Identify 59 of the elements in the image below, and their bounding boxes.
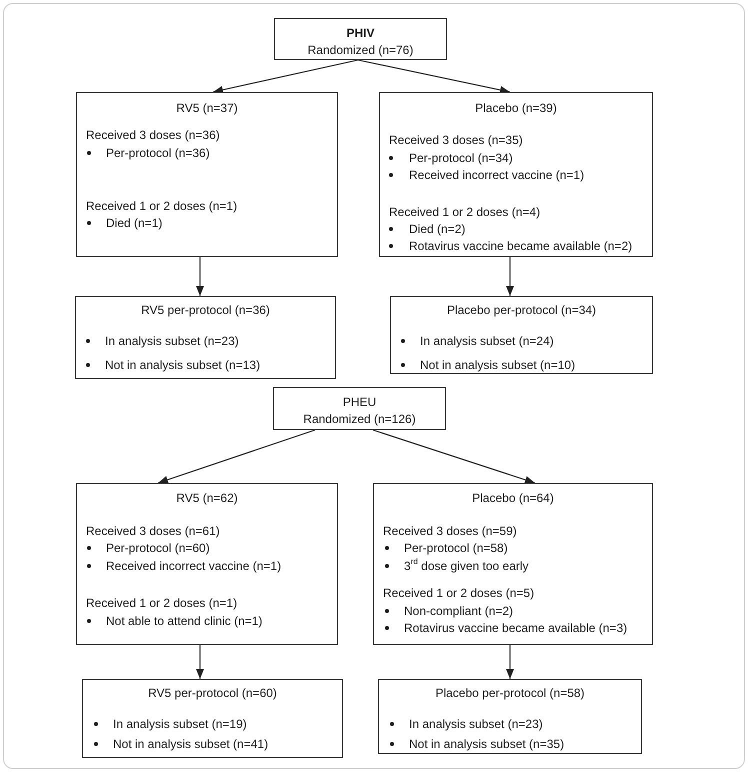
flow-box [82,679,343,758]
list-item: Not in analysis subset (n=13) [105,357,260,373]
list-item: Not in analysis subset (n=41) [113,736,268,752]
arrow [196,257,204,296]
subgroup-label: Received 1 or 2 doses (n=1) [86,595,238,611]
list-item: 3$^{rd}$ dose given too early [404,558,529,574]
subgroup-label: Received 3 doses (n=59) [383,523,517,539]
box-title: RV5 per-protocol (n=36) [140,302,271,318]
flow-box [76,92,338,257]
arrow [158,429,316,484]
box-title: Randomized (n=126) [302,411,417,427]
flow-box [378,679,642,754]
box-title: RV5 (n=62) [175,490,239,506]
list-item: Per-protocol (n=60) [106,540,210,556]
list-item: In analysis subset (n=19) [113,716,247,732]
list-item: Rotavirus vaccine became available (n=3) [404,620,628,636]
list-item: Received incorrect vaccine (n=1) [106,558,282,574]
subgroup-label: Received 1 or 2 doses (n=5) [383,585,534,601]
list-item: In analysis subset (n=24) [420,333,554,349]
box-title: Placebo (n=64) [471,490,555,506]
list-item: Received incorrect vaccine (n=1) [409,167,584,183]
subgroup-label: Received 3 doses (n=36) [86,127,220,143]
flow-box [273,387,446,430]
subgroup-label: Received 1 or 2 doses (n=4) [389,204,540,220]
box-title: RV5 (n=37) [175,100,239,116]
arrow [212,59,358,94]
list-item: Per-protocol (n=58) [404,540,508,556]
list-item: Not in analysis subset (n=35) [409,736,564,752]
flow-box [379,92,653,257]
box-title: RV5 per-protocol (n=60) [147,685,278,701]
box-title: Placebo per-protocol (n=34) [446,302,598,318]
box-title: PHEU [342,394,378,410]
list-item: Died (n=1) [106,215,162,231]
list-item: Per-protocol (n=36) [106,145,210,161]
subgroup-label: Received 1 or 2 doses (n=1) [86,198,238,214]
box-title: Placebo (n=39) [474,100,558,116]
list-item: Not able to attend clinic (n=1) [106,613,262,629]
flow-box [274,18,447,60]
flow-box [76,483,338,645]
arrow [358,59,510,94]
arrow [506,645,514,679]
list-item: Non-compliant (n=2) [404,603,514,619]
arrow [372,429,536,484]
list-item: Not in analysis subset (n=10) [420,357,576,373]
subgroup-label: Received 3 doses (n=35) [389,132,523,148]
box-title: Randomized (n=76) [306,42,414,58]
flow-box [373,483,653,645]
flow-box [390,296,653,374]
flow-box [75,296,336,379]
list-item: In analysis subset (n=23) [105,333,239,349]
list-item: In analysis subset (n=23) [409,716,543,732]
list-item: Rotavirus vaccine became available (n=2) [409,238,632,254]
arrow [196,645,204,679]
box-title: Placebo per-protocol (n=58) [434,685,586,701]
box-title: PHIV [345,25,376,41]
arrow [506,257,514,296]
list-item: Per-protocol (n=34) [409,150,513,166]
subgroup-label: Received 3 doses (n=61) [86,523,220,539]
list-item: Died (n=2) [409,221,466,237]
